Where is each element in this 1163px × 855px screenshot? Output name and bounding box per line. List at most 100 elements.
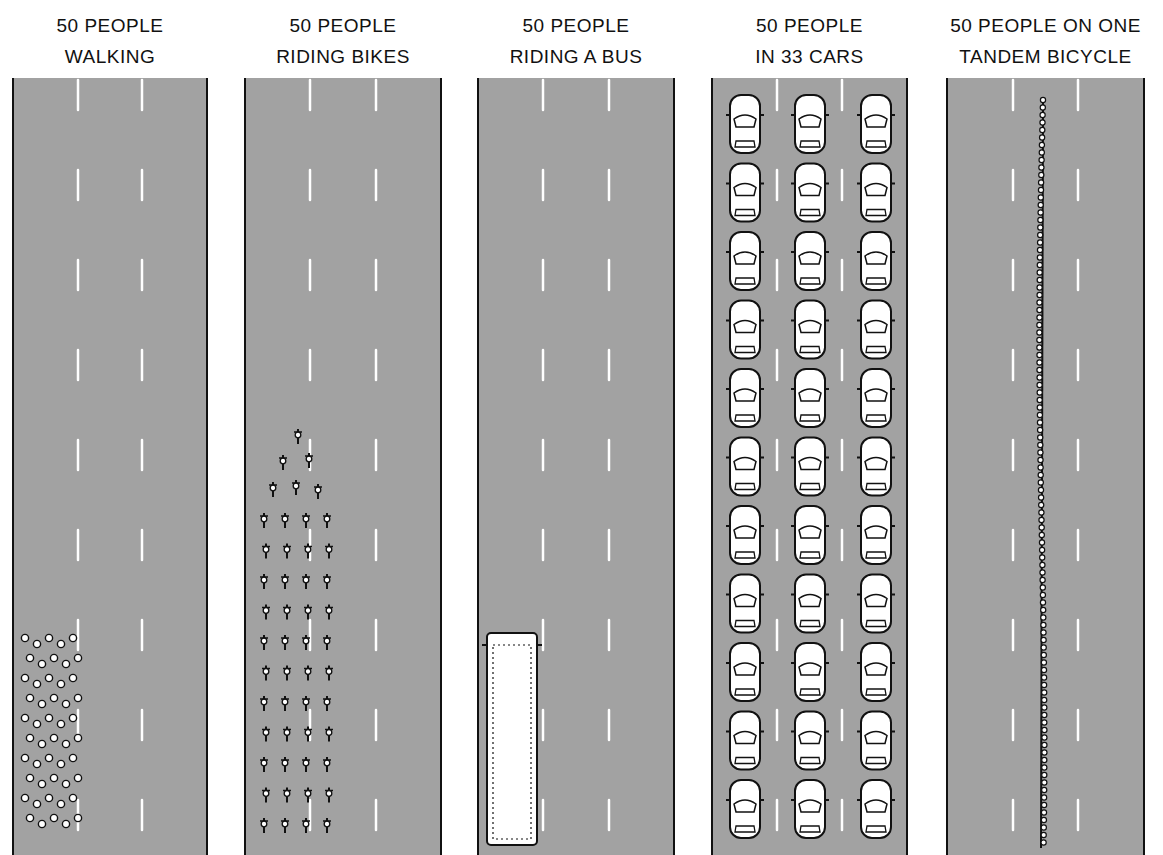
lane-dash bbox=[141, 710, 144, 740]
lane-dash bbox=[141, 80, 144, 110]
car bbox=[791, 301, 829, 359]
lane-dash bbox=[608, 260, 611, 290]
car-mirror bbox=[791, 799, 829, 801]
tandem-rider bbox=[1038, 472, 1043, 477]
cyclist bbox=[281, 635, 289, 650]
car-windshield bbox=[865, 115, 887, 127]
tandem-rider bbox=[1042, 795, 1047, 800]
car-windshield bbox=[799, 389, 821, 401]
bike-frame bbox=[265, 727, 267, 742]
bike-frame bbox=[286, 605, 288, 620]
car-mirror bbox=[726, 662, 764, 664]
road-surface bbox=[12, 78, 208, 855]
lane-dash bbox=[542, 80, 545, 110]
lane-dash bbox=[542, 440, 545, 470]
walker bbox=[74, 654, 81, 661]
car bbox=[857, 438, 895, 496]
cyclist bbox=[281, 513, 289, 528]
cyclist bbox=[302, 635, 310, 650]
bike-frame bbox=[286, 727, 288, 742]
car-windshield bbox=[799, 252, 821, 264]
tandem-rider bbox=[1042, 705, 1047, 710]
tandem-rider bbox=[1037, 247, 1042, 252]
car-body bbox=[795, 95, 825, 153]
tandem-rider bbox=[1042, 787, 1047, 792]
car-rear-window bbox=[800, 826, 820, 832]
lane-dash bbox=[141, 620, 144, 650]
lane-dash bbox=[375, 710, 378, 740]
road-surface bbox=[244, 78, 442, 855]
lane-dash bbox=[1077, 710, 1080, 740]
cyclist bbox=[262, 727, 270, 742]
car-mirror bbox=[726, 731, 764, 733]
tandem-rider bbox=[1042, 757, 1047, 762]
tandem-rider bbox=[1037, 285, 1042, 290]
cyclist bbox=[323, 818, 331, 833]
lane-dash bbox=[841, 800, 844, 830]
car-rear-window bbox=[866, 758, 886, 764]
lane-dash bbox=[309, 170, 312, 200]
handlebar bbox=[314, 486, 322, 488]
tandem-rider bbox=[1037, 382, 1042, 387]
car-mirror bbox=[857, 525, 895, 527]
handlebar bbox=[262, 607, 270, 609]
tandem-rider bbox=[1037, 262, 1042, 267]
car-mirror bbox=[791, 457, 829, 459]
lane-dash bbox=[1077, 170, 1080, 200]
walker bbox=[45, 794, 52, 801]
cyclist bbox=[304, 544, 312, 559]
tandem-rider bbox=[1038, 487, 1043, 492]
rider-head bbox=[303, 577, 309, 583]
tandem-rider bbox=[1042, 712, 1047, 717]
tandem-rider bbox=[1037, 352, 1042, 357]
handlebar bbox=[304, 790, 312, 792]
car-body bbox=[861, 643, 891, 701]
cyclist bbox=[302, 818, 310, 833]
tandem-rider bbox=[1042, 682, 1047, 687]
bike-frame bbox=[317, 484, 319, 499]
walker bbox=[33, 800, 40, 807]
car-rear-window bbox=[866, 552, 886, 558]
bike-frame bbox=[305, 513, 307, 528]
car-body bbox=[861, 95, 891, 153]
handlebar bbox=[302, 820, 310, 822]
bike-frame bbox=[305, 696, 307, 711]
rider-head bbox=[306, 456, 312, 462]
road-panel: 50 PEOPLE WALKING bbox=[12, 78, 208, 855]
car bbox=[726, 438, 764, 496]
handlebar bbox=[260, 820, 268, 822]
car-windshield bbox=[734, 115, 756, 127]
rider-head bbox=[315, 487, 321, 493]
car-rear-window bbox=[735, 484, 755, 490]
road-edge bbox=[711, 78, 713, 855]
handlebar bbox=[323, 637, 331, 639]
handlebar bbox=[302, 576, 310, 578]
car-body bbox=[795, 301, 825, 359]
tandem-rider bbox=[1039, 510, 1044, 515]
tandem-rider bbox=[1037, 337, 1042, 342]
tandem-rider bbox=[1037, 375, 1042, 380]
bike-frame bbox=[305, 635, 307, 650]
tandem-rider bbox=[1040, 112, 1045, 117]
car-rear-window bbox=[735, 210, 755, 216]
car-body bbox=[730, 369, 760, 427]
tandem-rider bbox=[1039, 525, 1044, 530]
rider-head bbox=[263, 547, 269, 553]
handlebar bbox=[325, 607, 333, 609]
cyclist bbox=[304, 605, 312, 620]
cyclist bbox=[262, 544, 270, 559]
lane-dash bbox=[309, 530, 312, 560]
rider-head bbox=[261, 516, 267, 522]
tandem-rider bbox=[1042, 735, 1047, 740]
car-body bbox=[861, 164, 891, 222]
lane-dash bbox=[141, 350, 144, 380]
lane-dash bbox=[542, 260, 545, 290]
bike-frame bbox=[265, 788, 267, 803]
rider-head bbox=[326, 669, 332, 675]
lane-dash bbox=[776, 260, 779, 290]
lane-dash bbox=[841, 710, 844, 740]
walker bbox=[50, 814, 57, 821]
lane-dash bbox=[608, 350, 611, 380]
walker bbox=[57, 800, 64, 807]
bike-frame bbox=[326, 696, 328, 711]
